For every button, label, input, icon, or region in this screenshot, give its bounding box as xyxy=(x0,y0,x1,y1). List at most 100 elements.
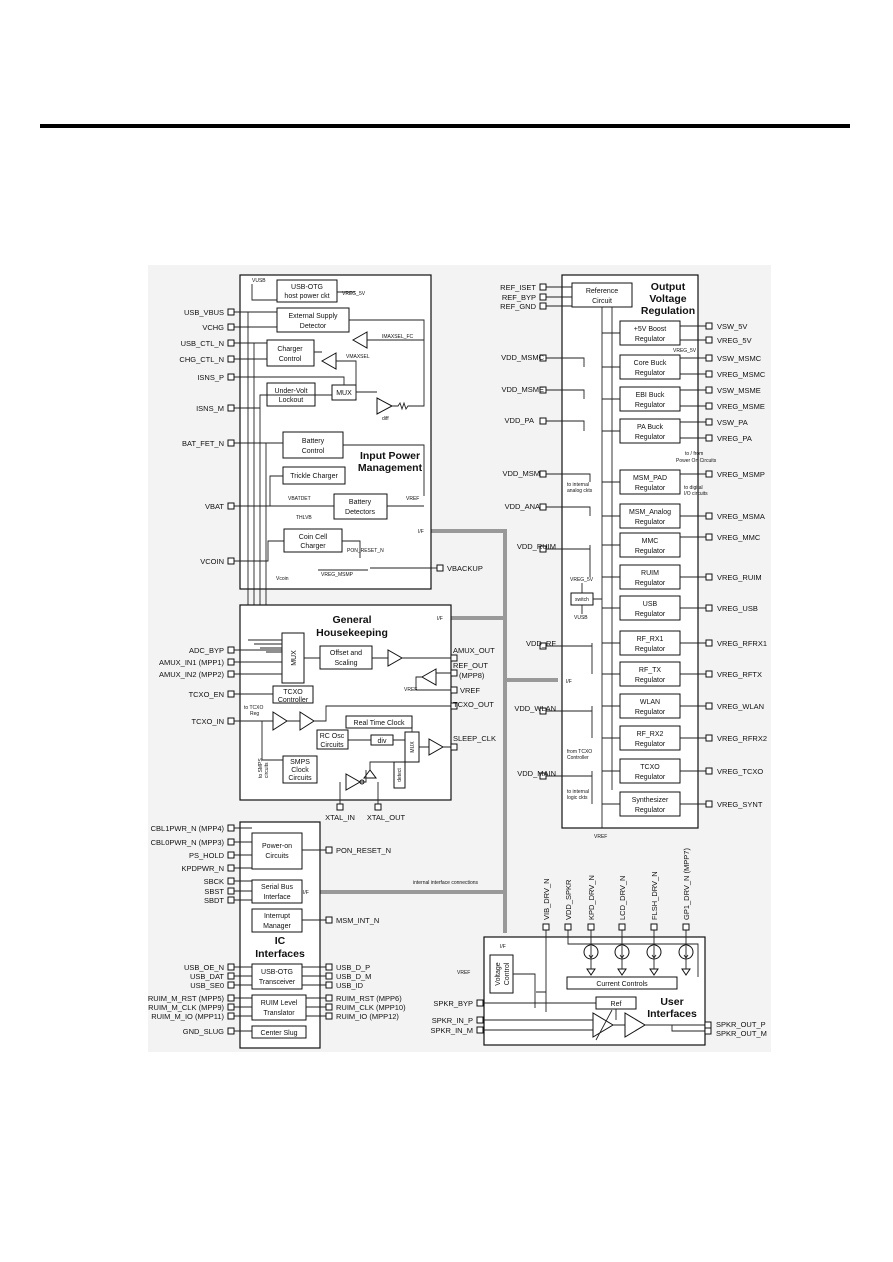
reg-core-buck xyxy=(619,354,681,380)
ext-supply-label-2: Detector xyxy=(300,323,327,330)
pin-vdd-wlan: VDD_WLAN xyxy=(514,704,556,713)
ref-buffer xyxy=(420,668,437,686)
pin-gp1-drv-n: GP1_DRV_N (MPP7) xyxy=(682,848,691,920)
pin-spkr-out-p: SPKR_OUT_P xyxy=(716,1020,766,1029)
from-tcxo-2: Controller xyxy=(567,755,589,761)
rtc-block xyxy=(345,715,413,729)
pin-ruim-io: RUIM_IO (MPP12) xyxy=(336,1012,399,1021)
reg-5v-boost-label-2: Regulator xyxy=(635,336,666,343)
tcxo-ctrl-label-2: Controller xyxy=(278,697,309,704)
reg-msm-pad xyxy=(619,469,681,495)
gh-right-pins xyxy=(450,654,458,751)
vusb-label: VUSB xyxy=(252,278,266,284)
charger-ctrl-label-2: Control xyxy=(279,356,302,363)
trickle-label: Trickle Charger xyxy=(290,473,338,480)
current-controls-block xyxy=(566,976,678,990)
to-tcxo-reg-1: to TCXO xyxy=(244,705,263,711)
pin-vdd-msm: VDD_MSM xyxy=(502,469,540,478)
pin-amux-in2: AMUX_IN2 (MPP2) xyxy=(159,670,225,679)
pin-vchg: VCHG xyxy=(202,323,224,332)
ui-title-2: Interfaces xyxy=(647,1008,697,1020)
pin-usb-vbus: USB_VBUS xyxy=(184,308,224,317)
ui-top-pins xyxy=(542,923,690,931)
usb-otg-label-2: Transceiver xyxy=(259,979,296,986)
to-smps-1: to SMPS xyxy=(258,758,264,778)
to-internal-logic-1: to internal xyxy=(567,789,589,795)
ipm-vref-label: VREF xyxy=(406,496,419,502)
pin-pon-reset-n: PON_RESET_N xyxy=(336,846,391,855)
pin-vbackup: VBACKUP xyxy=(447,564,483,573)
ext-supply-label-1: External Supply xyxy=(288,313,338,320)
ruim-translator-block xyxy=(251,994,307,1021)
pin-ref-byp: REF_BYP xyxy=(502,293,536,302)
reg-ruim-label-1: RUIM xyxy=(641,570,659,577)
pin-vreg-synt: VREG_SYNT xyxy=(717,800,763,809)
switch-label: switch xyxy=(575,597,589,603)
ipm-title-1: Input Power xyxy=(360,450,420,462)
vcoin-label: Vcoin xyxy=(276,576,289,582)
ref-label: Ref xyxy=(611,1001,622,1008)
to-from-pon-2: Power On Circuits xyxy=(676,458,717,464)
pin-tcxo-en: TCXO_EN xyxy=(189,690,224,699)
pin-vsw-msme: VSW_MSME xyxy=(717,386,761,395)
pin-vib-drv-n: VIB_DRV_N xyxy=(542,878,551,920)
reference-circuit-block xyxy=(571,282,633,308)
center-slug-label: Center Slug xyxy=(261,1030,298,1037)
voltage-ctrl-label-2: Control xyxy=(504,962,511,985)
input-power-management-section: Input Power Management USB-OTG host powe… xyxy=(179,274,483,640)
coin-cell-label-1: Coin Cell xyxy=(299,534,328,541)
reg-usb-label-1: USB xyxy=(643,601,658,608)
offset-scaling-block xyxy=(319,645,373,670)
pin-vcoin: VCOIN xyxy=(200,557,224,566)
pin-spkr-byp: SPKR_BYP xyxy=(433,999,473,1008)
smps-label-3: Circuits xyxy=(288,775,312,782)
charger-ctrl-label-1: Charger xyxy=(277,346,303,353)
pin-vdd-main: VDD_MAIN xyxy=(517,769,556,778)
tcxo-ctrl-label-1: TCXO xyxy=(283,689,303,696)
offset-label-2: Scaling xyxy=(335,660,358,667)
reg-synth-label-2: Regulator xyxy=(635,807,666,814)
smps-label-2: Clock xyxy=(291,767,309,774)
under-volt-lockout-block xyxy=(266,382,316,407)
usb-otg-transceiver-block xyxy=(251,963,303,990)
reg-pa-buck-label-2: Regulator xyxy=(635,434,666,441)
internal-conn-label: internal interface connections xyxy=(413,880,479,886)
pin-chg-ctl-n: CHG_CTL_N xyxy=(179,355,224,364)
pin-usb-d-p: USB_D_P xyxy=(336,963,370,972)
ui-title-1: User xyxy=(660,996,683,1008)
reg-msm-analog-label-2: Regulator xyxy=(635,519,666,526)
bat-det-label-1: Battery xyxy=(349,499,372,506)
pin-isns-m: ISNS_M xyxy=(196,404,224,413)
reference-label-1: Reference xyxy=(586,288,618,295)
reg-pa-buck-label-1: PA Buck xyxy=(637,424,663,431)
pin-ref-out: REF_OUT xyxy=(453,661,488,670)
reg-rf-rx2-label-2: Regulator xyxy=(635,741,666,748)
reg-5v-boost-label-1: +5V Boost xyxy=(634,326,667,333)
reg-ruim-label-2: Regulator xyxy=(635,580,666,587)
pin-lcd-drv-n: LCD_DRV_N xyxy=(618,876,627,920)
pin-vsw-pa: VSW_PA xyxy=(717,418,748,427)
vmaxsel-label: VMAXSEL xyxy=(346,354,370,360)
power-on-label-1: Power-on xyxy=(262,843,292,850)
pin-xtal-out: XTAL_OUT xyxy=(367,813,406,822)
pin-vreg-tcxo: VREG_TCXO xyxy=(717,767,763,776)
ic-interfaces-section: IC Interfaces I/F internal interface con… xyxy=(148,821,479,1049)
pin-xtal-in-square xyxy=(336,803,344,811)
ovr-right-pins xyxy=(705,322,713,808)
reg-tcxo-label-2: Regulator xyxy=(635,774,666,781)
gh-title-2: Housekeeping xyxy=(316,627,388,639)
output-voltage-regulation-section: Output Voltage Regulation Reference Circ… xyxy=(500,274,767,840)
pin-bat-fet-n: BAT_FET_N xyxy=(182,439,224,448)
uvlo-label-1: Under-Volt xyxy=(274,388,307,395)
to-digital-2: I/O circuits xyxy=(684,491,708,497)
ic-right-pins xyxy=(325,846,333,1020)
ovr-top-pins xyxy=(539,283,547,310)
interface-bus xyxy=(320,529,558,933)
ipm-mux-label: MUX xyxy=(336,390,352,397)
pin-ruim-m-io: RUIM_M_IO (MPP11) xyxy=(151,1012,224,1021)
reg-mmc-label-2: Regulator xyxy=(635,548,666,555)
rc-osc-label-1: RC Osc xyxy=(320,733,345,740)
trickle-charger-block xyxy=(282,466,346,485)
reg-ebi-buck-label-1: EBI Buck xyxy=(636,392,665,399)
